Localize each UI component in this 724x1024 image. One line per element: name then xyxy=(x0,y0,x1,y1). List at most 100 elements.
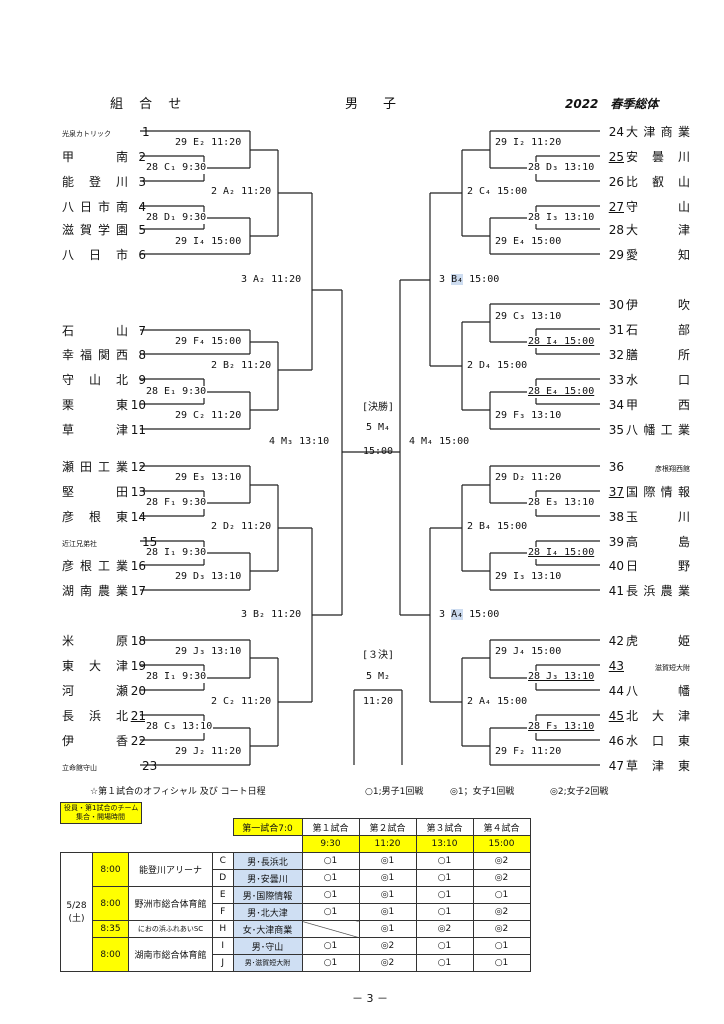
team-number: 19 xyxy=(130,659,146,673)
match-cell: ○1 xyxy=(415,886,474,904)
team-name: 草津 xyxy=(62,423,128,437)
court-code: C xyxy=(212,852,234,870)
team-name: 滋賀短大附 xyxy=(655,664,690,672)
team-number: 26 xyxy=(608,175,624,189)
legend-sub: 集合・開場時間 xyxy=(76,813,125,821)
legend-title: 役員・第1試合のチーム xyxy=(64,804,139,812)
team-number: 42 xyxy=(608,634,624,648)
team-name: 伊香 xyxy=(62,734,128,748)
first-team: 男･安曇川 xyxy=(232,869,303,887)
team-number: 10 xyxy=(130,398,146,412)
team-number: 27 xyxy=(608,200,624,214)
team-name: 水口東 xyxy=(626,734,690,748)
third-time: 11:20 xyxy=(362,696,394,707)
team-name: 滋賀学園 xyxy=(62,223,128,237)
team-number: 39 xyxy=(608,535,624,549)
match-label: 29 E₄ 15:00 xyxy=(494,236,563,248)
match-label-prefix: 3 xyxy=(439,274,446,285)
first-team: 男･国際情報 xyxy=(232,886,303,904)
team-number: 37 xyxy=(608,485,624,499)
blank-cell xyxy=(129,819,213,836)
venue-time: 8:00 xyxy=(92,852,129,887)
team-number: 16 xyxy=(130,559,146,573)
match-cell: ○1 xyxy=(472,937,531,955)
venue-name: 能登川アリーナ xyxy=(128,852,213,887)
match-cell: ◎1 xyxy=(358,886,417,904)
first-team: 女･大津商業 xyxy=(232,920,303,938)
match-label: 29 F₂ 11:20 xyxy=(494,746,563,758)
venue-name: 湖南市総合体育館 xyxy=(128,937,213,972)
match-label: 29 E₃ 13:10 xyxy=(174,472,243,484)
team-name: 瀬田工業 xyxy=(62,460,128,474)
match-label: 28 E₁ 9:30 xyxy=(145,386,208,398)
team-number: 21 xyxy=(130,709,146,723)
schedule-table: 第一試合7:0 第１試合 第２試合 第３試合 第４試合 9:30 11:20 1… xyxy=(60,818,531,972)
match-label: 29 J₃ 13:10 xyxy=(174,646,243,658)
day: (土) xyxy=(68,913,85,924)
match-label: 2 A₂ 11:20 xyxy=(210,186,273,198)
team-name: 彦根東 xyxy=(62,510,128,524)
team-number: 17 xyxy=(130,584,146,598)
team-name: 安曇川 xyxy=(626,150,690,164)
team-number: 43 xyxy=(608,659,624,673)
match-label: 3 A₂ 11:20 xyxy=(240,274,303,286)
bracket-lines xyxy=(140,130,600,766)
court-code: H xyxy=(212,920,234,938)
match-cell: ◎2 xyxy=(358,937,417,955)
match-label: 28 D₁ 9:30 xyxy=(145,212,208,224)
match-label: 2 C₄ 15:00 xyxy=(466,186,529,198)
team-name: 虎姫 xyxy=(626,634,690,648)
team-number: 6 xyxy=(138,248,146,262)
team-name: 八日市南 xyxy=(62,200,128,214)
legend-women2: ◎2;女子2回戦 xyxy=(550,787,609,797)
left-team-row: 幸福関西 8 xyxy=(62,348,146,362)
match-label: 28 I₃ 13:10 xyxy=(527,212,596,224)
blank-cell xyxy=(213,819,234,836)
team-name: 栗東 xyxy=(62,398,128,412)
match-label: 29 I₂ 11:20 xyxy=(494,137,563,149)
first-team: 男･長浜北 xyxy=(232,852,303,870)
team-name: 長浜北 xyxy=(62,709,128,723)
team-number: 8 xyxy=(138,348,146,362)
team-number: 18 xyxy=(130,634,146,648)
match-cell: ○1 xyxy=(301,954,360,972)
header-center: 男 子 xyxy=(345,97,403,112)
team-number: 14 xyxy=(130,510,146,524)
col-header: 第４試合 xyxy=(472,818,531,836)
team-number: 30 xyxy=(608,298,624,312)
team-number: 34 xyxy=(608,398,624,412)
match-label: 28 E₃ 13:10 xyxy=(527,497,596,509)
match-label: 2 B₂ 11:20 xyxy=(210,360,273,372)
match-label: 28 I₁ 9:30 xyxy=(145,671,208,683)
match-label: 3 B₂ 11:20 xyxy=(240,609,303,621)
team-name: 草津東 xyxy=(626,759,690,773)
team-number: 24 xyxy=(608,125,624,139)
team-number: 23 xyxy=(142,759,158,773)
match-label: 29 J₄ 15:00 xyxy=(494,646,563,658)
header-left: 組 合 せ xyxy=(110,97,188,112)
team-name: 石山 xyxy=(62,324,128,338)
match-label: 29 J₂ 11:20 xyxy=(174,746,243,758)
match-cell: ◎1 xyxy=(358,852,417,870)
first-match-label: 第一試合7:0 xyxy=(232,818,303,836)
team-name: 幸福関西 xyxy=(62,348,128,362)
team-name: 米原 xyxy=(62,634,128,648)
header-right: 2022 春季総体 xyxy=(565,97,659,111)
team-name: 比叡山 xyxy=(626,175,690,189)
